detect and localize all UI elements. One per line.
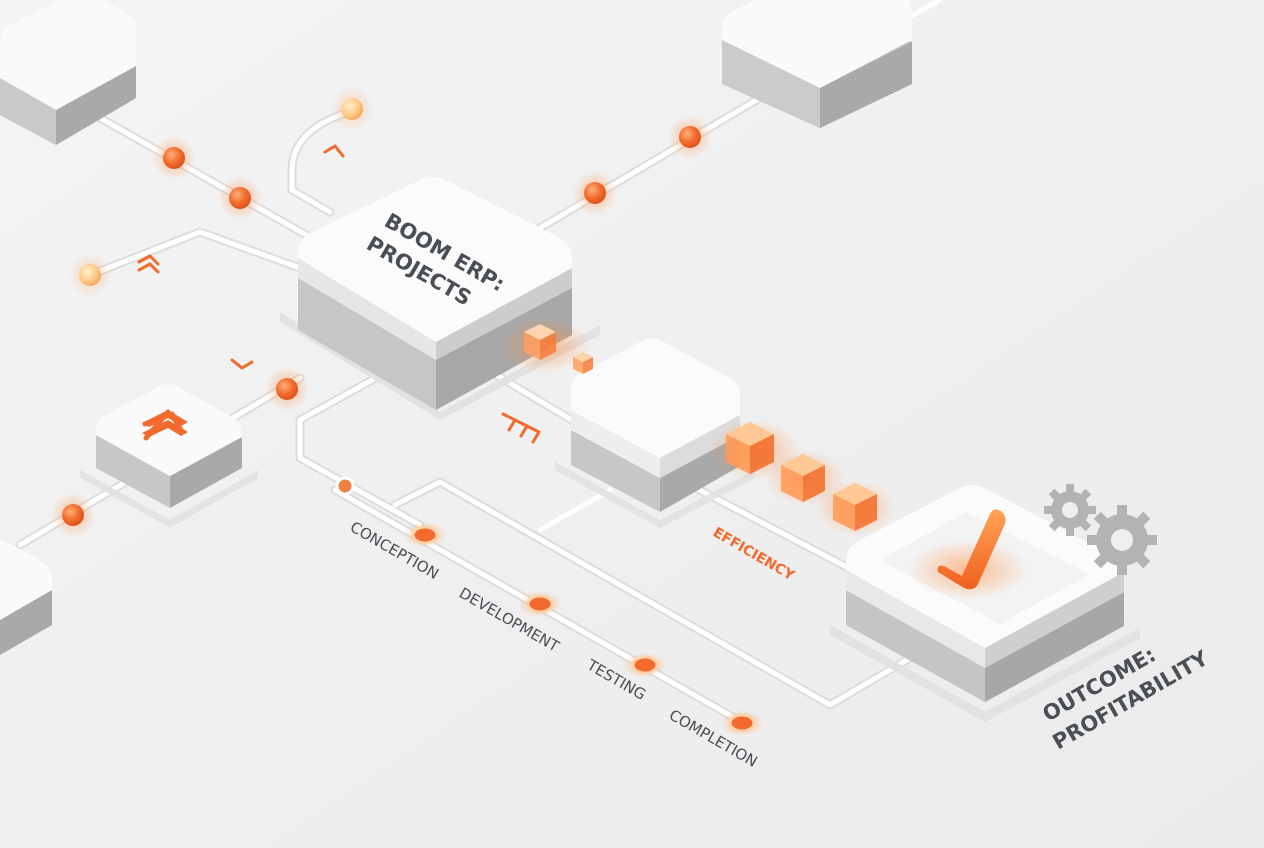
node-dot <box>229 187 251 209</box>
node-dot <box>335 476 355 496</box>
stage-marker <box>411 525 439 545</box>
block-middle <box>555 339 755 528</box>
node-dot <box>62 504 84 526</box>
block-small-left <box>80 384 258 528</box>
checkmark-icon <box>937 509 1006 590</box>
cube <box>573 352 593 374</box>
cube <box>726 422 774 474</box>
node-dot <box>79 264 101 286</box>
node-dot <box>584 182 606 204</box>
double-chevron-icon <box>137 254 160 274</box>
stage-marker <box>526 594 554 614</box>
node-dot <box>276 378 298 400</box>
track-nodes <box>51 87 712 537</box>
track-topleft <box>92 112 318 243</box>
block-top-left <box>0 0 137 145</box>
block-bottom-left <box>0 540 52 655</box>
stage-marker <box>631 655 659 675</box>
cube <box>524 324 556 360</box>
node-dot <box>679 126 701 148</box>
cube <box>833 483 877 531</box>
block-top-right <box>722 0 912 128</box>
node-dot <box>341 98 363 120</box>
track-left <box>87 229 303 278</box>
double-chevron-icon-shape <box>142 410 188 437</box>
stage-marker <box>728 713 756 733</box>
hub-block: BOOM ERP: PROJECTS <box>280 177 600 420</box>
triple-chevron-icon <box>501 412 541 444</box>
node-dot <box>163 147 185 169</box>
chevron-icon <box>323 144 345 158</box>
track-return <box>392 479 913 708</box>
gear-icon <box>1044 484 1157 575</box>
cube <box>781 454 825 502</box>
track-drop <box>297 367 423 528</box>
chevron-icon <box>230 358 254 370</box>
stage-markers <box>403 522 764 736</box>
